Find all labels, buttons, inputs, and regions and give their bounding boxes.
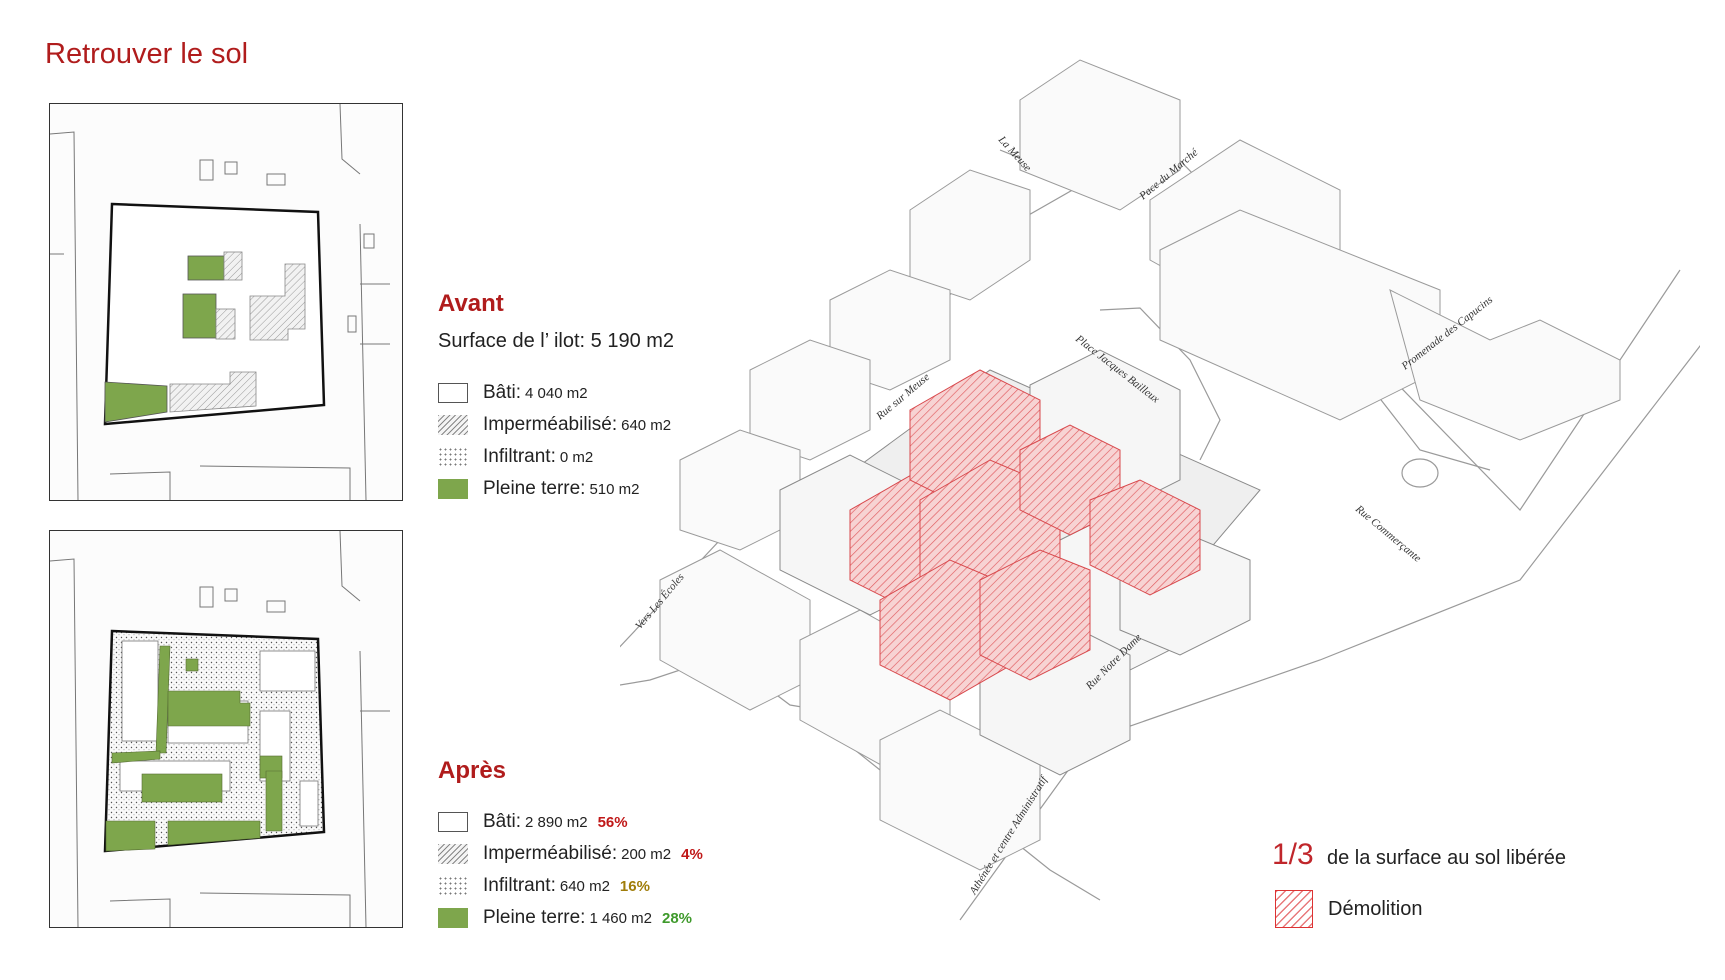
demolition-swatch [1275, 890, 1313, 928]
infiltrant-swatch [438, 447, 468, 467]
legend-percent: 4% [681, 845, 703, 863]
legend-value: 200 m2 [621, 845, 672, 863]
legend-label: Infiltrant: [483, 446, 556, 467]
apres-legend-infiltrant: Infiltrant: 640 m2 16% [438, 873, 650, 899]
pleine-terre-swatch [438, 479, 468, 499]
legend-percent: 28% [662, 909, 693, 927]
freed-fraction: 1/3 [1272, 838, 1314, 871]
surface-ilot: Surface de l’ ilot: 5 190 m2 [438, 330, 675, 352]
apres-legend-impermeabilise: Imperméabilisé: 200 m2 4% [438, 841, 703, 867]
plan-after [49, 530, 403, 928]
page-title: Retrouver le sol [45, 38, 249, 70]
street-label: Rue Commerçante [1352, 502, 1423, 564]
legend-percent: 16% [619, 877, 650, 895]
freed-text: de la surface au sol libérée [1327, 847, 1567, 869]
legend-label: Pleine terre: [483, 478, 586, 499]
legend-percent: 56% [597, 813, 628, 831]
avant-legend-infiltrant: Infiltrant: 0 m2 [438, 444, 593, 470]
apres-heading: Après [438, 757, 507, 784]
legend-value: 640 m2 [621, 416, 672, 434]
impermeabilise-swatch [438, 844, 468, 864]
apres-legend-pleine-terre: Pleine terre: 1 460 m2 28% [438, 905, 692, 931]
bati-swatch [438, 383, 468, 403]
pleine-terre-swatch [438, 908, 468, 928]
bati-swatch [438, 812, 468, 832]
impermeabilise-swatch [438, 415, 468, 435]
legend-label: Bâti: [483, 382, 522, 403]
legend-value: 510 m2 [589, 480, 640, 498]
legend-value: 640 m2 [559, 877, 610, 895]
legend-value: 1 460 m2 [589, 909, 652, 927]
plan-before [49, 103, 403, 501]
infiltrant-swatch [438, 876, 468, 896]
legend-value: 4 040 m2 [525, 384, 588, 402]
legend-value: 0 m2 [559, 448, 594, 466]
avant-legend-impermeabilise: Imperméabilisé: 640 m2 [438, 412, 671, 438]
legend-label: Infiltrant: [483, 875, 556, 896]
axonometric-view: La Meuse Pace du Marché Place Jacques Ba… [620, 59, 1700, 921]
legend-label: Imperméabilisé: [483, 843, 618, 864]
avant-heading: Avant [438, 290, 504, 317]
avant-legend-bati: Bâti: 4 040 m2 [438, 380, 588, 406]
legend-label: Bâti: [483, 811, 522, 832]
demolition-label: Démolition [1328, 898, 1423, 920]
legend-label: Imperméabilisé: [483, 414, 618, 435]
apres-legend-bati: Bâti: 2 890 m2 56% [438, 809, 628, 835]
avant-legend-pleine-terre: Pleine terre: 510 m2 [438, 476, 640, 502]
legend-label: Pleine terre: [483, 907, 586, 928]
legend-value: 2 890 m2 [525, 813, 588, 831]
